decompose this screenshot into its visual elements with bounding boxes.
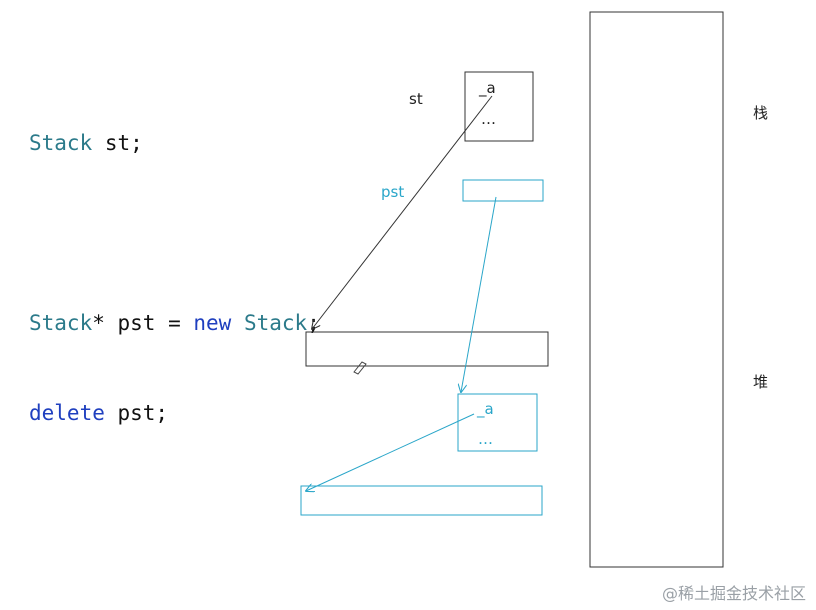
memory-column (589, 11, 724, 568)
heap-a-pointer-arrow (306, 413, 475, 491)
st-label: st (409, 90, 423, 108)
stack-region-label: 栈 (753, 104, 768, 122)
code-text: * pst = (92, 311, 194, 335)
heap-ellipsis: … (478, 430, 493, 448)
st-a-pointer-arrow (312, 95, 493, 329)
heap-stack-object-box (457, 393, 538, 452)
code-type-token: Stack (243, 311, 308, 335)
code-type-token: Stack (29, 131, 93, 155)
watermark: @稀土掘金技术社区 (661, 584, 806, 603)
st-ellipsis: … (481, 110, 496, 128)
heap-region-label: 堆 (753, 373, 768, 391)
code-line-1: Stack st; (29, 128, 320, 158)
st-member-label: _a (478, 79, 496, 98)
code-text: pst; (104, 401, 169, 425)
code-text: st; (92, 131, 143, 155)
pst-pointer-arrow (461, 196, 497, 392)
heap-member-label: _a (476, 400, 494, 419)
st-object-box (464, 71, 534, 142)
code-line-4: delete pst; (29, 398, 320, 428)
code-keyword-delete: delete (29, 401, 105, 425)
pst-pointer-box (462, 179, 544, 202)
pencil-icon (353, 361, 367, 375)
pst-label: pst (381, 183, 404, 201)
code-type-token: Stack (29, 311, 93, 335)
heap-array-block (300, 485, 543, 516)
code-keyword-new: new (193, 311, 232, 335)
st-array-heap-block (305, 331, 549, 367)
